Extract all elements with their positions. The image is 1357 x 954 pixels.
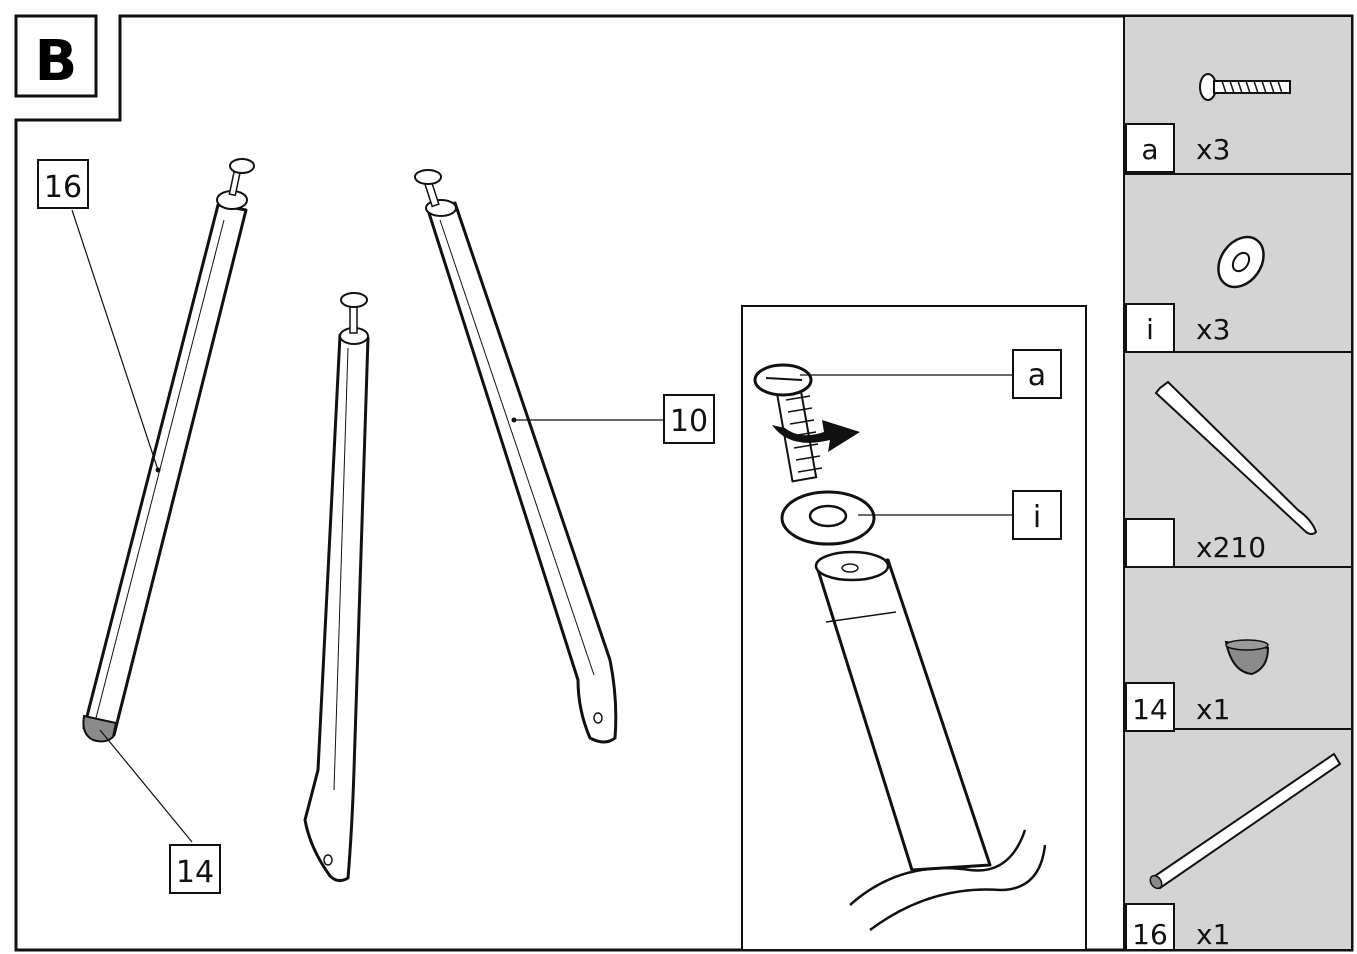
- screw-icon: [1199, 73, 1291, 101]
- tube-10: [414, 169, 618, 744]
- part-i-id-box: [1125, 303, 1175, 353]
- callout-10: 10: [670, 404, 708, 439]
- part-a-id-box: [1125, 123, 1175, 173]
- callout-a-box: [1012, 349, 1062, 399]
- parts-panel: a x3 i x3 x210 14 x1 16 x1: [1123, 15, 1353, 951]
- callout-a: a: [1028, 358, 1046, 393]
- part-16-qty: x1: [1196, 918, 1230, 951]
- part-16-id-box: [1125, 903, 1175, 951]
- washer-icon: [1217, 235, 1265, 289]
- detail-washer: [780, 490, 876, 546]
- part-10-qty: x210: [1196, 531, 1266, 564]
- detail-tube: [814, 550, 1047, 932]
- part-i-qty: x3: [1196, 313, 1230, 346]
- callout-i: i: [1033, 500, 1041, 535]
- callout-16-box: [37, 159, 89, 209]
- leader-14: [99, 729, 193, 843]
- callout-14-box: [169, 844, 221, 894]
- step-letter: B: [35, 29, 78, 94]
- tube-16: [82, 158, 255, 743]
- part-i-id: i: [1146, 313, 1154, 346]
- callout-i-box: [1012, 490, 1062, 540]
- part-14-qty: x1: [1196, 693, 1230, 726]
- part-16-id: 16: [1132, 918, 1168, 951]
- detail-screw: [753, 363, 860, 483]
- tube-middle: [303, 292, 370, 883]
- callout-16: 16: [44, 170, 82, 205]
- straight-tube-icon: [1149, 752, 1342, 890]
- leader-16: [71, 209, 159, 471]
- bent-tube-icon: [1154, 380, 1318, 535]
- part-14-id: 14: [1132, 693, 1168, 726]
- part-10-id-box: [1125, 518, 1175, 568]
- end-cap-icon: [1224, 639, 1270, 676]
- rotate-arrow-icon: [772, 420, 860, 452]
- callout-10-box: [663, 394, 715, 444]
- step-badge: [14, 14, 98, 98]
- callout-14: 14: [176, 855, 214, 890]
- part-14-id-box: [1125, 682, 1175, 732]
- part-a-qty: x3: [1196, 133, 1230, 166]
- part-a-id: a: [1141, 133, 1158, 166]
